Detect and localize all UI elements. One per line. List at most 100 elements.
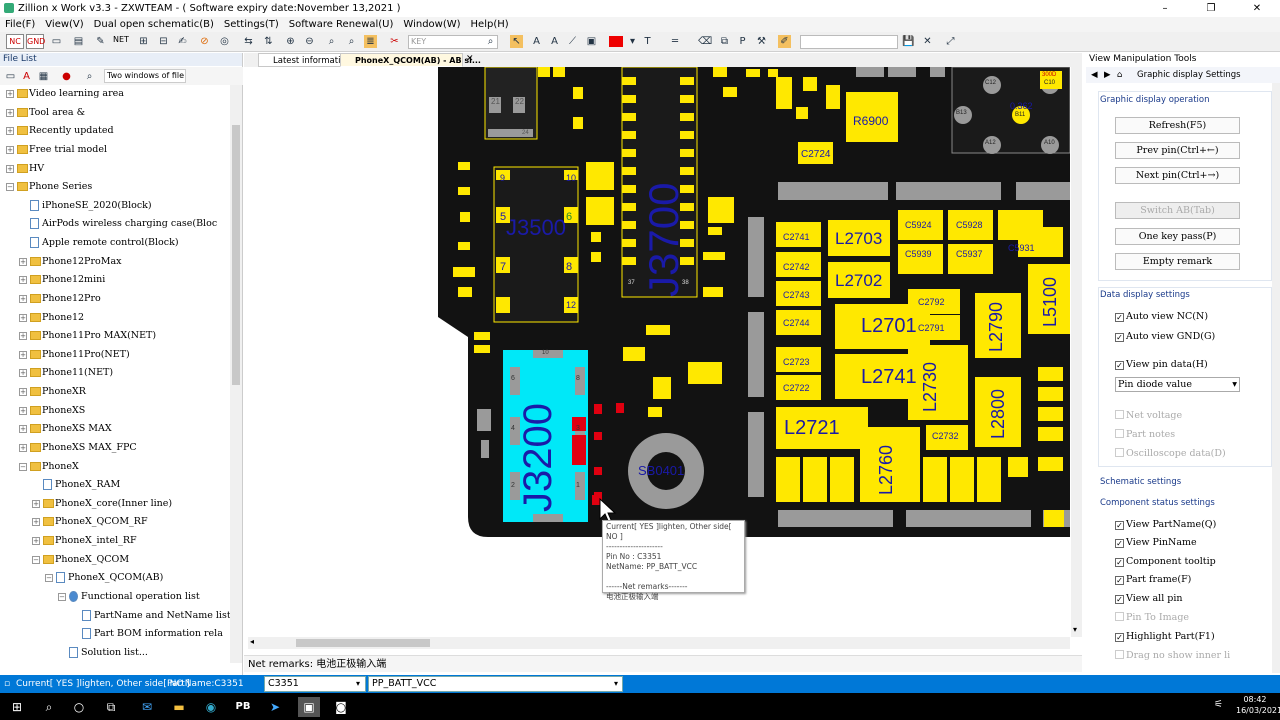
checkbox-checked-icon[interactable]: ✓: [1115, 333, 1124, 342]
collapse-icon[interactable]: −: [19, 462, 27, 471]
rectangle-icon[interactable]: ▣: [586, 36, 597, 47]
settings-checkbox[interactable]: ✓Part frame(F): [1115, 571, 1191, 588]
tree-item[interactable]: iPhoneSE_2020(Block): [0, 197, 230, 215]
tree-item[interactable]: +Tool area &: [0, 104, 230, 122]
scroll-left-icon[interactable]: ◂: [250, 637, 255, 646]
tree-item[interactable]: +PhoneXS: [0, 402, 230, 420]
collapse-icon[interactable]: −: [58, 593, 66, 601]
cortana-icon[interactable]: ○: [73, 700, 85, 714]
settings-checkbox[interactable]: Net voltage: [1115, 407, 1182, 424]
line-icon[interactable]: ⟋: [569, 36, 576, 47]
tree-item[interactable]: +Phone12Pro: [0, 290, 230, 308]
board-icon[interactable]: ▤: [73, 36, 84, 47]
minimize-button[interactable]: –: [1162, 3, 1168, 14]
tree-item[interactable]: +PhoneX_core(Inner line): [0, 495, 230, 513]
tree-item[interactable]: −PhoneX_QCOM(AB): [0, 569, 230, 587]
tree-item[interactable]: Part BOM information rela: [0, 625, 230, 643]
tree-item[interactable]: Solution list...: [0, 644, 230, 662]
collapse-icon[interactable]: −: [45, 574, 53, 583]
telegram-icon[interactable]: ➤: [269, 700, 281, 714]
color-red-icon[interactable]: [609, 36, 623, 47]
settings-checkbox[interactable]: Part notes: [1115, 426, 1175, 443]
edit-icon[interactable]: ✍: [178, 36, 187, 47]
tree-item[interactable]: +Phone11Pro(NET): [0, 346, 230, 364]
toolbar-search-input[interactable]: [800, 35, 898, 49]
expand-icon[interactable]: +: [19, 406, 27, 415]
expand-icon[interactable]: +: [19, 332, 27, 341]
close-button[interactable]: ✕: [1252, 3, 1262, 14]
folder-icon[interactable]: ▭: [5, 71, 16, 82]
list-icon[interactable]: ≣: [364, 35, 377, 48]
tree-item[interactable]: AirPods wireless charging case(Bloc: [0, 215, 230, 233]
net-select[interactable]: PP_BATT_VCC: [368, 676, 623, 692]
expand-icon[interactable]: +: [6, 164, 14, 173]
windows-start-icon[interactable]: ⊞: [11, 700, 23, 714]
flip-vertical-icon[interactable]: ⇅: [264, 36, 273, 47]
expand-icon[interactable]: +: [6, 90, 14, 98]
tab-phonex-qcom[interactable]: PhoneX_QCOM(AB) - AB si...: [340, 53, 481, 67]
collapse-icon[interactable]: −: [32, 555, 40, 564]
menu-settings[interactable]: Settings(T): [223, 19, 279, 30]
pin-icon[interactable]: ✎: [96, 36, 105, 47]
tree-item[interactable]: +Phone12ProMax: [0, 253, 230, 271]
close-icon[interactable]: ✕: [923, 36, 932, 47]
search-icon[interactable]: ⌕: [45, 700, 53, 714]
part-icon[interactable]: ▭: [51, 36, 62, 47]
settings-checkbox[interactable]: Pin To Image: [1115, 609, 1189, 626]
checkbox-checked-icon[interactable]: ✓: [1115, 633, 1124, 642]
menu-file[interactable]: File(F): [5, 19, 36, 30]
tree-item[interactable]: +PhoneXS MAX: [0, 420, 230, 438]
expand-icon[interactable]: +: [6, 127, 14, 136]
settings-checkbox[interactable]: Drag no show inner li: [1115, 647, 1230, 664]
tree-item[interactable]: +Video learning area: [0, 85, 230, 103]
settings-checkbox[interactable]: ✓Component tooltip: [1115, 553, 1216, 570]
expand-icon[interactable]: +: [19, 443, 27, 452]
settings-checkbox[interactable]: ✓View PinName: [1115, 534, 1197, 551]
checkbox-empty-icon[interactable]: [1115, 650, 1124, 659]
font-icon[interactable]: A: [23, 71, 30, 82]
key-input[interactable]: KEY: [408, 35, 498, 49]
panel-button[interactable]: Next pin(Ctrl+→): [1115, 167, 1240, 184]
tree-item[interactable]: −Phone Series: [0, 178, 230, 196]
collapse-icon[interactable]: −: [6, 183, 14, 192]
clock-time[interactable]: 08:42: [1243, 695, 1267, 704]
checkbox-checked-icon[interactable]: ✓: [1115, 595, 1124, 604]
tree-scrollbar-thumb[interactable]: [232, 125, 240, 385]
chevron-down-icon[interactable]: ▾: [614, 679, 619, 688]
expand-icon[interactable]: +: [19, 276, 27, 285]
pin-value-select[interactable]: Pin diode value ▾: [1115, 377, 1240, 392]
expand-icon[interactable]: +: [19, 313, 27, 322]
tool-icon[interactable]: ⚒: [757, 36, 766, 47]
pointer-icon[interactable]: ↖: [510, 35, 523, 48]
expand-icon[interactable]: +: [32, 499, 40, 508]
search-icon[interactable]: ⌕: [86, 71, 93, 82]
pin-p-icon[interactable]: P: [739, 36, 746, 47]
zoom-out-icon[interactable]: ⊖: [305, 36, 314, 47]
text-icon[interactable]: A: [551, 36, 558, 47]
tree-item[interactable]: PartName and NetName list: [0, 607, 230, 625]
grid-icon[interactable]: ▦: [38, 71, 49, 82]
tree-item[interactable]: +PhoneX_QCOM_RF: [0, 513, 230, 531]
menu-help[interactable]: Help(H): [470, 19, 509, 30]
checkbox-empty-icon[interactable]: [1115, 410, 1124, 419]
tree-item[interactable]: −PhoneX_QCOM: [0, 551, 230, 569]
window-mode-select[interactable]: Two windows of file: [104, 69, 186, 83]
expand-icon[interactable]: +: [19, 369, 27, 378]
tree-scrollbar[interactable]: [230, 85, 242, 663]
expand-icon[interactable]: +: [6, 145, 14, 154]
canvas-v-scrollbar[interactable]: ▾: [1071, 67, 1082, 637]
settings-checkbox[interactable]: ✓Auto view GND(G): [1115, 328, 1215, 345]
expand-icon[interactable]: +: [32, 518, 40, 527]
panel-button[interactable]: Switch AB(Tab): [1115, 202, 1240, 219]
tree-item[interactable]: + Phone12: [0, 309, 230, 327]
scroll-down-icon[interactable]: ▾: [1073, 625, 1078, 634]
back-icon[interactable]: ◀: [1091, 70, 1098, 80]
search-icon[interactable]: ⌕: [487, 36, 494, 47]
expand-icon[interactable]: +: [19, 388, 27, 397]
nc-button[interactable]: NC: [6, 34, 24, 49]
zxw-app-icon[interactable]: ▣: [298, 697, 320, 717]
forward-icon[interactable]: ▶: [1104, 70, 1111, 80]
expand-icon[interactable]: +: [6, 108, 14, 117]
location-icon[interactable]: ●: [62, 71, 71, 82]
tab-close-icon[interactable]: ✕: [466, 54, 474, 64]
